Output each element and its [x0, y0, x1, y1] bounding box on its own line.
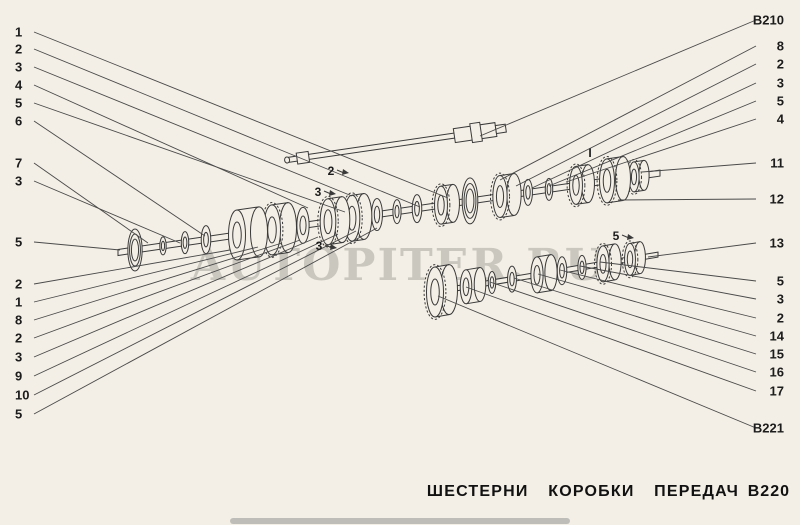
callout-number-right: 3: [777, 292, 784, 307]
leader-line: [33, 102, 346, 213]
callout-number-right: 3: [777, 76, 784, 91]
input-shaft-drawing: [284, 121, 507, 165]
callout-number-left: 6: [15, 114, 22, 129]
callout-number-right: В210: [753, 13, 784, 28]
callout-number-right: 5: [777, 94, 784, 109]
callout-number-left: 3: [15, 174, 22, 189]
callout-number-right: 16: [770, 365, 784, 380]
diagram-code: В220: [748, 483, 790, 500]
callout-number-left: 2: [15, 331, 22, 346]
leader-line: [33, 31, 449, 199]
callout-number-left: 5: [15, 96, 22, 111]
callout-number-right: 14: [770, 329, 785, 344]
callout-number-left: 5: [15, 235, 22, 250]
callout-number-left: 1: [15, 295, 22, 310]
callout-number-left: 2: [15, 277, 22, 292]
leader-line: [465, 286, 757, 392]
leader-line: [33, 242, 283, 321]
leader-line: [617, 198, 757, 201]
callout-number-right: 12: [770, 192, 784, 207]
leader-line: [489, 281, 757, 373]
callout-number-right: 17: [770, 384, 784, 399]
leader-line: [537, 273, 757, 337]
callout-number-right: 15: [770, 347, 784, 362]
leader-line: [33, 48, 421, 208]
callout-number-left: 3: [15, 350, 22, 365]
leader-line: [499, 45, 757, 181]
leader-line: [33, 246, 259, 303]
direction-arrow-icon: [330, 244, 337, 250]
callout-number-right: 11: [770, 156, 784, 171]
callout-number-left: 9: [15, 369, 22, 384]
leader-line: [33, 66, 353, 197]
leader-line: [513, 277, 757, 355]
callout-number-left: 10: [15, 388, 29, 403]
callout-number-right: 4: [777, 112, 785, 127]
leader-line: [33, 230, 357, 396]
scrollbar-thumb[interactable]: [230, 518, 570, 524]
leader-line: [33, 180, 181, 244]
callout-number-left: 8: [15, 313, 22, 328]
inline-callout: 3: [315, 185, 322, 199]
callout-number-right: 2: [777, 311, 784, 326]
callout-number-right: 2: [777, 57, 784, 72]
callout-number-left: 7: [15, 156, 22, 171]
leader-line: [647, 242, 757, 258]
callout-number-right: 5: [777, 274, 784, 289]
leader-line: [33, 162, 149, 244]
leader-line: [531, 82, 757, 189]
leader-line: [641, 162, 757, 173]
leader-line: [33, 239, 301, 339]
leader-line: [479, 19, 757, 137]
callout-number-right: 8: [777, 39, 784, 54]
leader-line: [515, 63, 757, 187]
leader-line: [437, 295, 757, 429]
callout-number-left: 4: [15, 78, 23, 93]
leader-line: [548, 100, 757, 187]
leader-line: [33, 227, 378, 415]
inline-callout: I: [588, 146, 591, 160]
callout-number-left: 3: [15, 60, 22, 75]
callout-number-right: В221: [753, 421, 784, 436]
inline-callout: 2: [328, 164, 335, 178]
leader-line: [33, 120, 206, 237]
inline-callout: 3: [316, 239, 323, 253]
callout-number-left: 5: [15, 407, 22, 422]
leader-line: [565, 118, 757, 183]
callout-number-left: 1: [15, 25, 22, 40]
callout-number-left: 2: [15, 42, 22, 57]
direction-arrow-icon: [627, 234, 634, 240]
inline-callout: 5: [613, 229, 620, 243]
diagram-caption: ШЕСТЕРНИ КОРОБКИ ПЕРЕДАЧ: [427, 483, 739, 500]
leader-line: [599, 261, 757, 282]
gear-assembly-drawing: [117, 121, 661, 320]
callout-number-right: 13: [770, 236, 784, 251]
leader-line: [33, 233, 339, 377]
leader-line: [559, 269, 757, 319]
leader-line: [33, 241, 121, 251]
callout-layer: 123456735218239105В210823541112135321415…: [15, 13, 785, 436]
direction-arrow-icon: [342, 169, 349, 175]
leader-line: [579, 265, 757, 300]
direction-arrow-icon: [329, 190, 336, 196]
leader-line: [33, 236, 319, 358]
leader-line: [33, 249, 231, 285]
leader-line: [33, 84, 309, 209]
